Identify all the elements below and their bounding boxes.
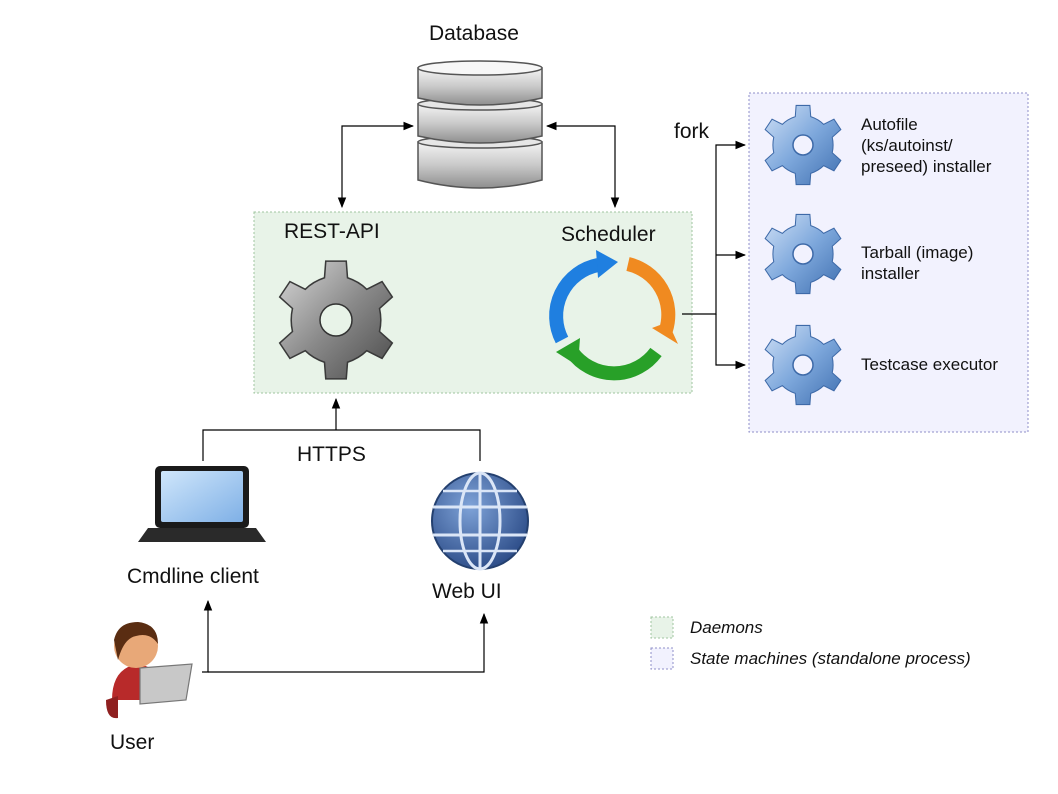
fork-label: fork: [674, 120, 710, 143]
fork-connector: [682, 140, 747, 315]
user-connector: [208, 612, 489, 673]
gear-icon: [764, 104, 842, 186]
legend-state-machines-label: State machines (standalone process): [690, 649, 971, 668]
scheduler-label: Scheduler: [561, 223, 656, 246]
fork-connector: [715, 314, 747, 370]
autofile-installer-line: preseed) installer: [861, 157, 992, 176]
cmdline-client-label: Cmdline client: [127, 565, 259, 588]
autofile-installer-label: Autofile (ks/autoinst/ preseed) installe…: [861, 114, 991, 177]
legend-daemons-swatch: [650, 616, 674, 639]
gear-icon: [764, 324, 842, 406]
database-icon: [417, 60, 543, 189]
database-label: Database: [429, 22, 519, 45]
https-label: HTTPS: [297, 443, 366, 466]
https-connector: [202, 429, 481, 461]
web-ui-label: Web UI: [432, 580, 502, 603]
db-restapi-connector: [337, 121, 415, 209]
laptop-icon: [138, 466, 266, 542]
legend-daemons-label: Daemons: [690, 618, 763, 637]
tarball-installer-line: Tarball (image): [861, 243, 974, 262]
gear-icon: [764, 213, 842, 295]
user-connector: [202, 599, 213, 673]
user-label: User: [110, 731, 155, 754]
tarball-installer-line: installer: [861, 264, 920, 283]
tarball-installer-label: Tarball (image) installer: [861, 242, 973, 284]
cycle-arrows-icon: [549, 250, 678, 381]
user-icon: [106, 622, 193, 719]
testcase-executor-line: Testcase executor: [861, 355, 999, 374]
globe-icon: [431, 471, 529, 571]
db-scheduler-connector: [545, 121, 620, 209]
rest-api-label: REST-API: [284, 220, 380, 243]
autofile-installer-line: Autofile: [861, 115, 918, 134]
gear-icon: [278, 260, 394, 380]
legend-state-machines-swatch: [650, 647, 674, 670]
testcase-executor-label: Testcase executor: [861, 354, 998, 375]
autofile-installer-line: (ks/autoinst/: [861, 136, 953, 155]
